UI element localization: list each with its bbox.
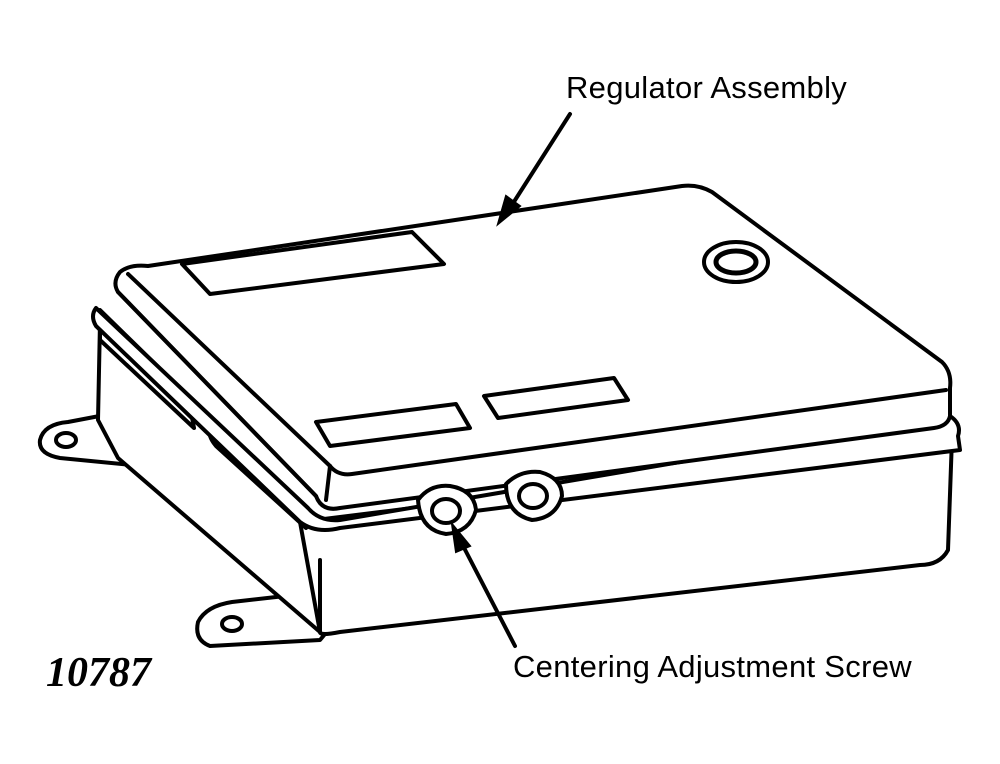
callout-label-centering-adjustment-screw: Centering Adjustment Screw (513, 649, 912, 684)
label-panel-front-left (314, 402, 472, 448)
label-panel-top (180, 230, 446, 296)
label-panel-front-right (482, 376, 630, 420)
callout-arrow-top (508, 112, 572, 210)
callout-arrow-bottom (458, 538, 517, 648)
centering-adjustment-screw (430, 497, 462, 525)
callout-label-regulator-assembly: Regulator Assembly (566, 70, 848, 105)
figure-number: 10787 (46, 650, 151, 696)
housing-flange (91, 306, 962, 532)
cover-plug-inner (713, 248, 759, 276)
